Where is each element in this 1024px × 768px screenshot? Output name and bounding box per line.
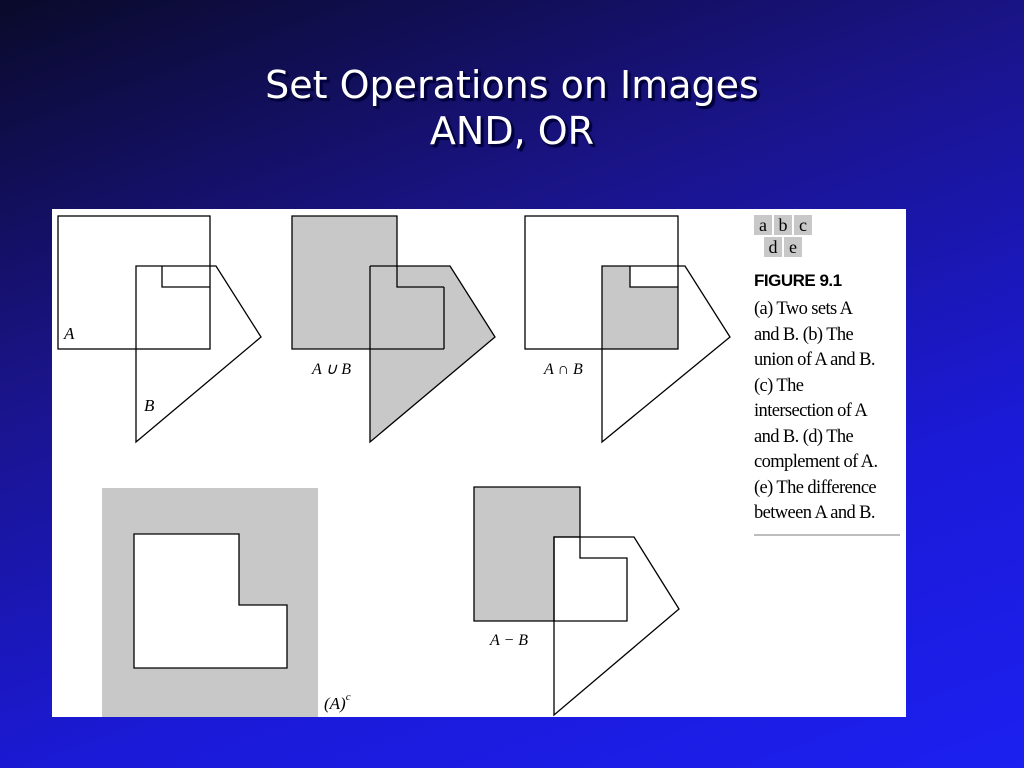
label-set-b: B — [144, 396, 155, 415]
panel-key: d — [764, 237, 782, 257]
set-operations-figure: A B A ∪ B A ∩ B — [52, 209, 906, 717]
panel-key: e — [784, 237, 802, 257]
caption-line: union of A and B. — [754, 350, 875, 370]
label-set-a: A — [63, 324, 75, 343]
label-complement: (A)c — [324, 691, 351, 713]
panel-key-row-2: d e — [754, 237, 824, 257]
set-b-shape — [135, 265, 262, 444]
panel-e-difference — [473, 486, 680, 717]
caption-divider — [754, 534, 900, 536]
caption-line: (c) The — [754, 375, 804, 396]
panel-key: b — [774, 215, 792, 235]
panel-key-grid: a b c d e — [754, 215, 824, 259]
panel-key-row-1: a b c — [754, 215, 824, 235]
figure-caption-title: FIGURE 9.1 — [754, 271, 842, 290]
panel-b-union — [291, 215, 496, 444]
caption-line: (e) The difference — [754, 477, 877, 498]
caption-line: intersection of A — [754, 401, 868, 421]
slide-title: Set Operations on Images AND, OR — [0, 62, 1024, 154]
panel-a-two-sets — [57, 215, 262, 444]
difference-shaded-region — [473, 486, 581, 622]
panel-c-intersection — [524, 215, 731, 444]
intersection-shaded-region — [602, 266, 678, 349]
panel-d-complement — [102, 488, 318, 717]
title-line-2: AND, OR — [429, 109, 595, 153]
caption-line: (a) Two sets A — [754, 299, 853, 319]
figure-diagrams: A B A ∪ B A ∩ B — [57, 215, 731, 717]
overlap-corner — [161, 266, 210, 288]
figure-caption: (a) Two sets A and B. (b) The union of A… — [754, 297, 904, 527]
caption-line: and B. (d) The — [754, 426, 854, 447]
label-difference: A − B — [489, 632, 528, 649]
set-a-shape — [57, 215, 211, 350]
panel-key: c — [794, 215, 812, 235]
panel-key: a — [754, 215, 772, 235]
caption-line: and B. (b) The — [754, 324, 854, 345]
title-line-1: Set Operations on Images — [265, 63, 759, 107]
set-a-hole — [133, 533, 288, 669]
label-intersection: A ∩ B — [543, 361, 583, 378]
caption-line: between A and B. — [754, 503, 876, 523]
union-shaded-region — [291, 215, 496, 444]
caption-line: complement of A. — [754, 452, 878, 472]
label-union: A ∪ B — [311, 361, 351, 378]
